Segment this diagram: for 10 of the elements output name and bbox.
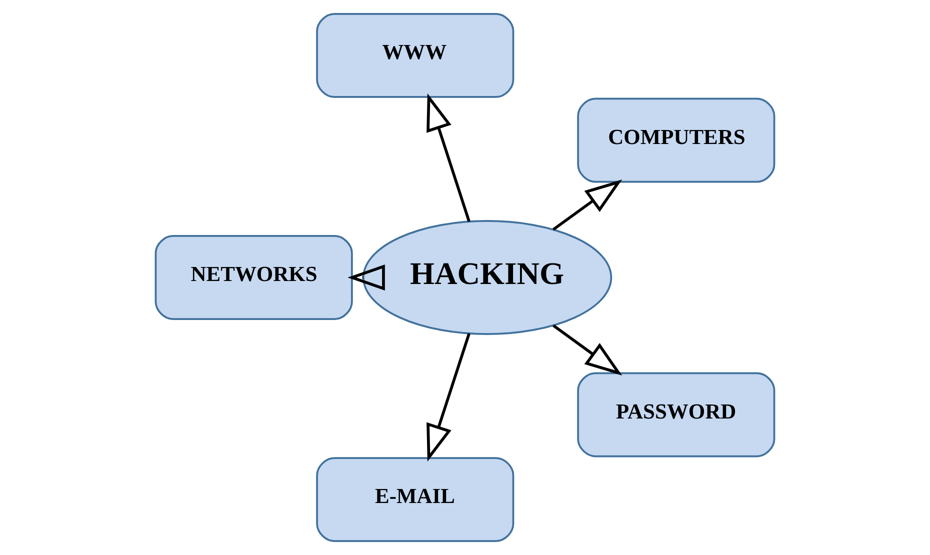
arrow — [552, 180, 622, 231]
arrow — [348, 264, 385, 291]
node-box: WWW — [316, 13, 514, 98]
node-box: E-MAIL — [316, 457, 514, 542]
node-box: PASSWORD — [577, 372, 776, 458]
node-box: NETWORKS — [154, 235, 353, 320]
node-box: COMPUTERS — [577, 98, 776, 183]
arrow — [426, 93, 470, 222]
arrow — [552, 324, 622, 376]
arrow — [426, 333, 470, 462]
